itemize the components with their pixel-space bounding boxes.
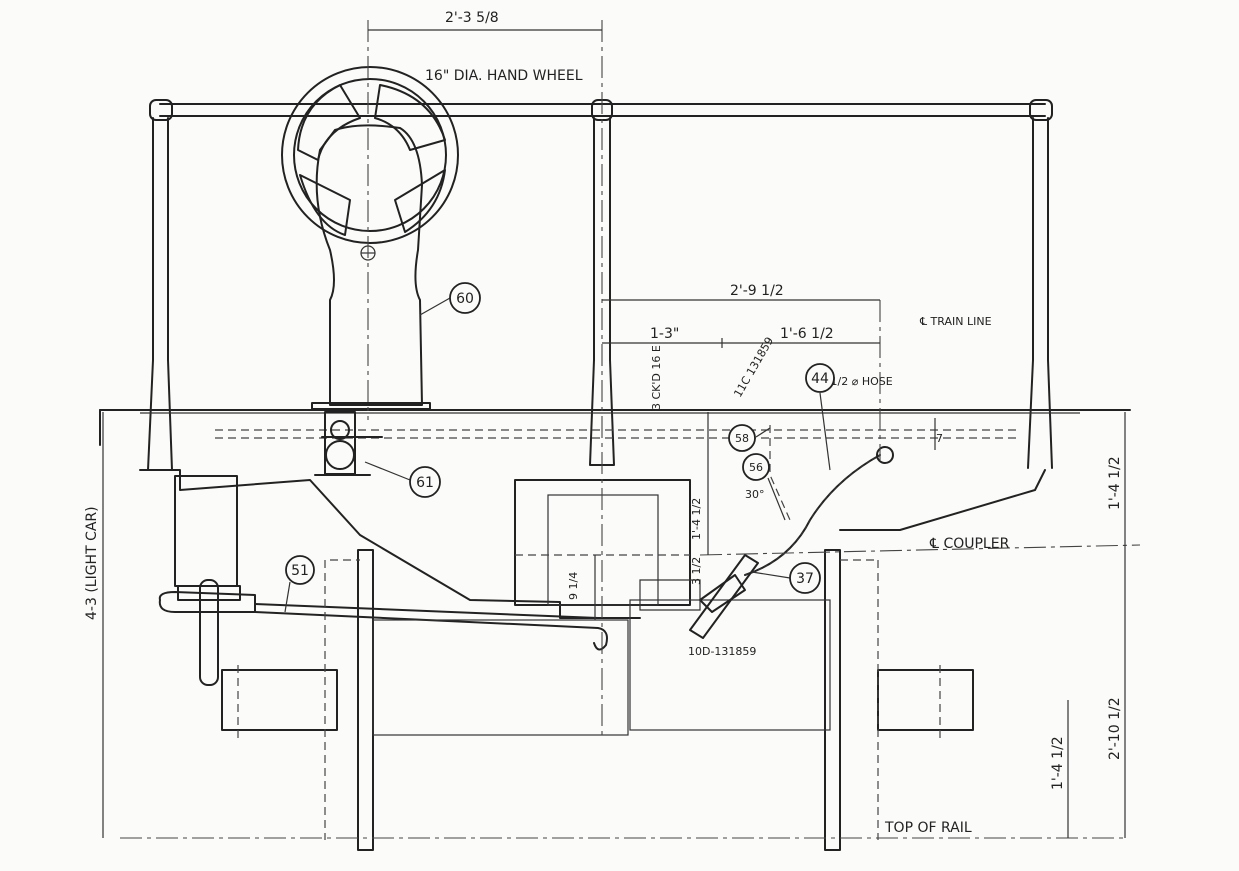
svg-text:61: 61 [416, 475, 434, 491]
svg-text:60: 60 [456, 291, 474, 307]
svg-text:44: 44 [811, 371, 829, 387]
end-sill [99, 409, 1131, 619]
callout-58: 58 [728, 424, 771, 452]
hose-label: 1 1/2 ⌀ HOSE [820, 375, 893, 388]
top-of-rail-label: TOP OF RAIL [884, 820, 972, 836]
svg-text:56: 56 [749, 461, 763, 474]
callout-44: 44 [805, 363, 835, 471]
brake-sheave [314, 411, 383, 476]
dim-right-part: 1'-6 1/2 [780, 326, 834, 342]
drawing-ref-11c: 11C 131859 [731, 335, 776, 400]
svg-text:58: 58 [735, 432, 749, 445]
dim-small-drop: 9 1/4 [567, 572, 580, 600]
center-lines [120, 20, 1141, 839]
dim-top-width: 2'-3 5/8 [445, 10, 499, 26]
truck-frame [221, 549, 974, 851]
train-line-label: ℄ TRAIN LINE [919, 315, 992, 328]
svg-text:37: 37 [796, 571, 814, 587]
dim-angle: 30° [745, 488, 765, 501]
callout-51: 51 [284, 555, 315, 613]
hand-wheel [281, 66, 459, 244]
callout-60: 60 [419, 282, 481, 316]
callout-61: 61 [364, 461, 441, 498]
dim-coupler-height: 1'-4 1/2 [690, 498, 703, 540]
brake-housing [311, 124, 431, 410]
dim-offset-small: 3 1/2 [690, 557, 703, 585]
dim-center-offset: 3 CK'D 16 E [650, 345, 663, 410]
dim-coupler-height-right: 1'-4 1/2 [1107, 456, 1123, 510]
drawing-ref-10d: 10D-131859 [688, 645, 756, 658]
svg-text:51: 51 [291, 563, 309, 579]
dim-frame-height: 2'-10 1/2 [1107, 697, 1123, 760]
angle-cock-hose [639, 425, 894, 639]
dim-total-height: 4-3 (LIGHT CAR) [84, 506, 100, 620]
dim-hose-offset: 2'-9 1/2 [730, 283, 784, 299]
dimension-lines [102, 29, 1126, 838]
grab-rail [147, 99, 1053, 471]
dim-hose: 7 [936, 432, 943, 445]
draft-gear-left [158, 475, 608, 686]
dim-left-part: 1-3" [650, 326, 679, 342]
callout-56: 56 [742, 453, 786, 521]
coupler-label: ℄ COUPLER [929, 536, 1010, 552]
callout-37: 37 [751, 562, 821, 594]
dim-axle-height: 1'-4 1/2 [1050, 736, 1066, 790]
hand-wheel-label: 16" DIA. HAND WHEEL [425, 68, 583, 84]
